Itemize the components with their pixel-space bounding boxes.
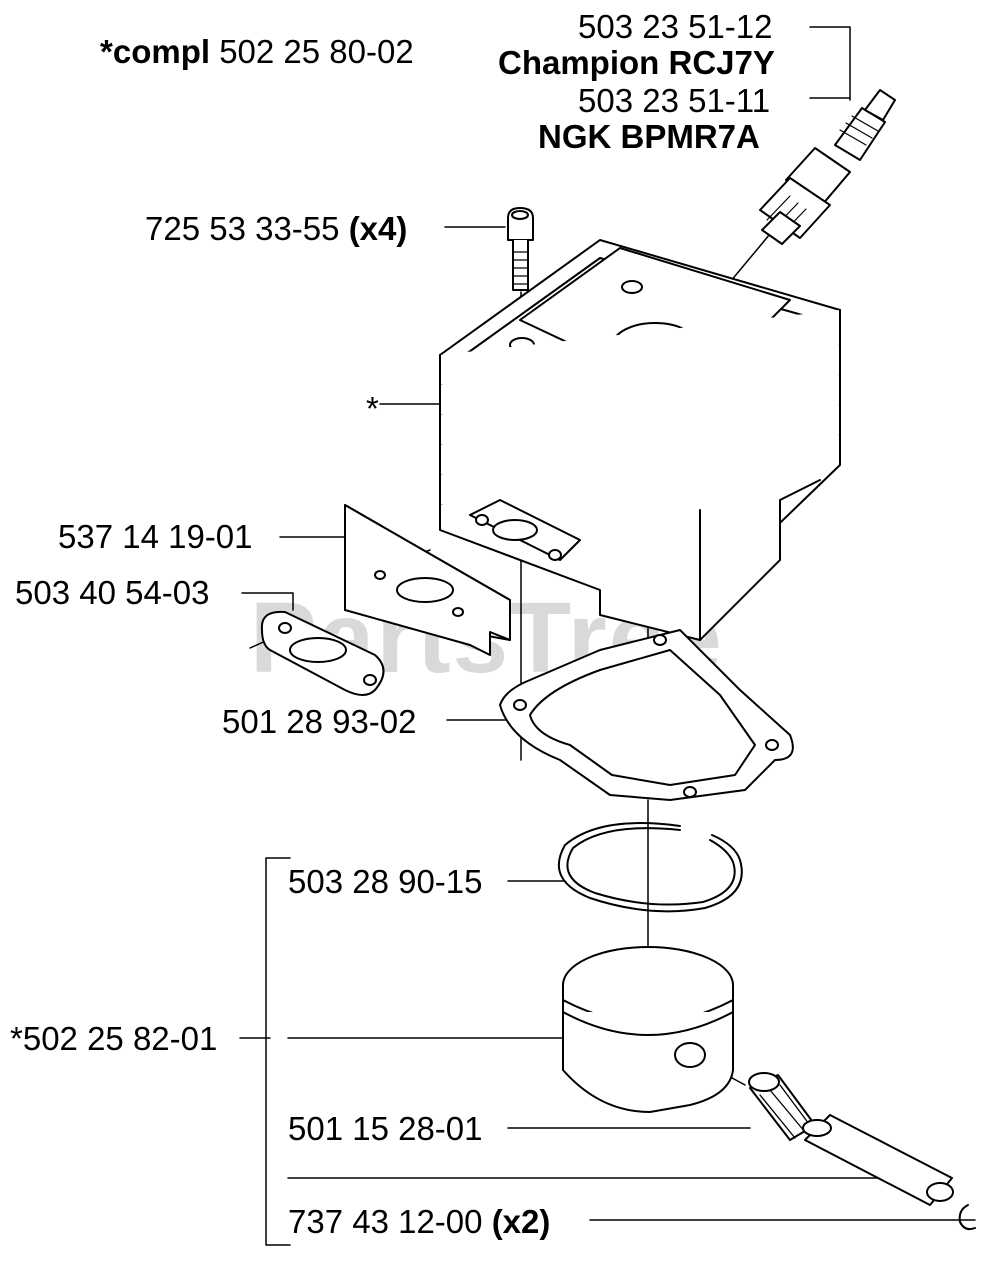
exhaust-gasket-part-number: 503 40 54-03: [15, 574, 210, 611]
circlip: [958, 1204, 976, 1231]
bearing-part-number: 501 15 28-01: [288, 1110, 483, 1147]
base-gasket-part-number: 501 28 93-02: [222, 703, 417, 740]
spark-plug: [759, 89, 896, 245]
leader-lines: [239, 26, 976, 1246]
base-gasket: [499, 629, 794, 801]
cylinder: [439, 239, 841, 641]
cylinder-mark: *: [366, 390, 379, 427]
piston-ring-part-number: 503 28 90-15: [288, 863, 483, 900]
piston-ring: [557, 822, 743, 913]
plug1-part-number: 503 23 51-12: [578, 8, 773, 45]
compl-label: *compl 502 25 80-02: [100, 35, 414, 68]
screw-quantity: (x4): [348, 210, 408, 247]
piston-pin: [802, 1114, 954, 1206]
gasket-plate: [344, 504, 511, 656]
exhaust-gasket: [260, 610, 385, 696]
plug2-name: NGK BPMR7A: [538, 118, 760, 155]
plug1-name: Champion RCJ7Y: [498, 44, 775, 81]
piston: [562, 946, 734, 1113]
screw-part-number: 725 53 33-55: [145, 210, 340, 247]
gasket-plate-part-number: 537 14 19-01: [58, 518, 253, 555]
compl-prefix: *compl: [100, 33, 211, 70]
compl-part-number: 502 25 80-02: [219, 33, 414, 70]
piston-part-number: *502 25 82-01: [10, 1020, 218, 1057]
screw-label: 725 53 33-55 (x4): [145, 212, 407, 245]
circlip-part-number: 737 43 12-00: [288, 1203, 483, 1240]
plug2-part-number: 503 23 51-11: [578, 82, 771, 119]
circlip-label: 737 43 12-00 (x2): [288, 1205, 550, 1238]
circlip-quantity: (x2): [491, 1203, 551, 1240]
screw: [507, 207, 534, 291]
